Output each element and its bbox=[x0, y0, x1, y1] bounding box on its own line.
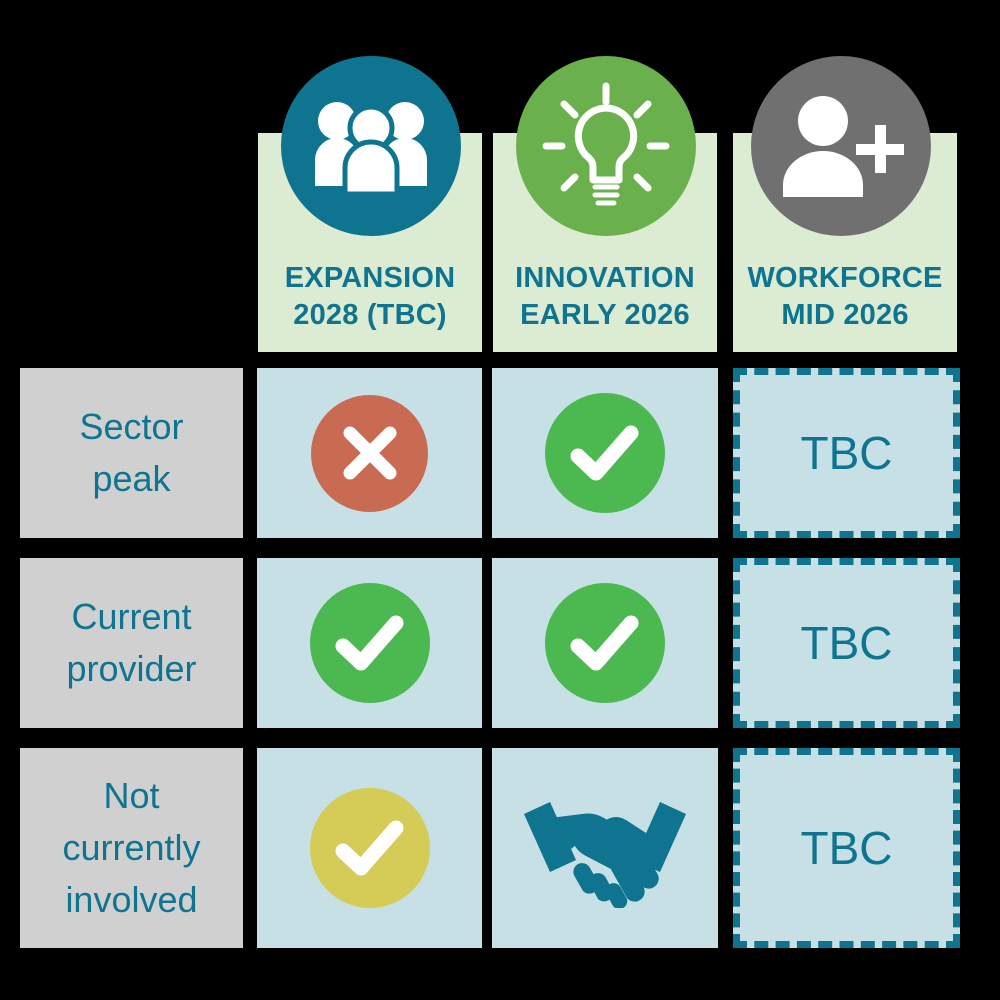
icon-circle-workforce bbox=[751, 56, 931, 236]
row-label-not-currently-involved-line1: Not bbox=[103, 774, 160, 816]
cross-circle-icon bbox=[311, 394, 428, 512]
column-header-expansion-line1: EXPANSION bbox=[284, 261, 456, 294]
check-glyph bbox=[570, 425, 639, 481]
cell-current-provider-expansion bbox=[257, 558, 482, 728]
handshake-icon bbox=[524, 802, 686, 908]
column-header-workforce-line2: MID 2026 bbox=[781, 298, 909, 331]
icon-circle-expansion bbox=[281, 56, 461, 236]
column-header-innovation-line1: INNOVATION bbox=[515, 261, 695, 294]
row-label-sector-peak-line1: Sector bbox=[79, 405, 184, 447]
column-header-expansion-line2: 2028 (TBC) bbox=[293, 298, 447, 331]
check-circle-icon bbox=[545, 393, 665, 513]
check-circle-icon bbox=[545, 583, 665, 703]
cell-sector-peak-workforce: TBC bbox=[733, 368, 960, 538]
row-label-current-provider-text: Current provider bbox=[58, 591, 204, 695]
check-glyph bbox=[335, 615, 403, 671]
check-glyph bbox=[570, 615, 639, 671]
column-header-workforce-title: WORKFORCE MID 2026 bbox=[747, 260, 942, 334]
cell-not-currently-involved-workforce: TBC bbox=[733, 748, 960, 948]
cell-sector-peak-workforce-text: TBC bbox=[800, 427, 893, 479]
row-label-not-currently-involved-text: Not currently involved bbox=[54, 770, 208, 927]
column-header-expansion-title: EXPANSION 2028 (TBC) bbox=[285, 260, 455, 334]
row-label-current-provider: Current provider bbox=[20, 558, 243, 728]
people-group-icon bbox=[315, 102, 427, 194]
cell-sector-peak-expansion bbox=[257, 368, 482, 538]
add-person-icon bbox=[783, 96, 904, 197]
cell-sector-peak-innovation bbox=[492, 368, 718, 538]
row-label-not-currently-involved-line2: currently bbox=[62, 826, 201, 868]
row-label-sector-peak: Sector peak bbox=[20, 368, 243, 538]
column-header-innovation-line2: EARLY 2026 bbox=[520, 298, 690, 331]
row-label-sector-peak-text: Sector peak bbox=[71, 401, 191, 505]
check-circle-icon bbox=[309, 788, 430, 908]
cell-not-currently-involved-workforce-text: TBC bbox=[800, 822, 893, 874]
check-circle-icon bbox=[309, 583, 430, 703]
cell-not-currently-involved-expansion bbox=[257, 748, 482, 948]
row-label-not-currently-involved-line3: involved bbox=[65, 879, 198, 921]
cell-current-provider-workforce-text: TBC bbox=[800, 617, 893, 669]
lightbulb-icon bbox=[542, 82, 670, 206]
row-label-current-provider-line2: provider bbox=[66, 648, 197, 689]
cell-current-provider-innovation bbox=[492, 558, 718, 728]
cell-not-currently-involved-innovation bbox=[492, 748, 718, 948]
column-header-innovation-title: INNOVATION EARLY 2026 bbox=[515, 260, 695, 334]
row-label-current-provider-line1: Current bbox=[71, 595, 192, 637]
check-glyph bbox=[335, 820, 403, 876]
icon-circle-innovation bbox=[516, 56, 696, 236]
row-label-not-currently-involved: Not currently involved bbox=[20, 748, 243, 948]
cell-current-provider-workforce: TBC bbox=[733, 558, 960, 728]
cross-glyph bbox=[343, 426, 396, 480]
column-header-workforce-line1: WORKFORCE bbox=[747, 261, 943, 294]
row-label-sector-peak-line2: peak bbox=[92, 458, 171, 499]
